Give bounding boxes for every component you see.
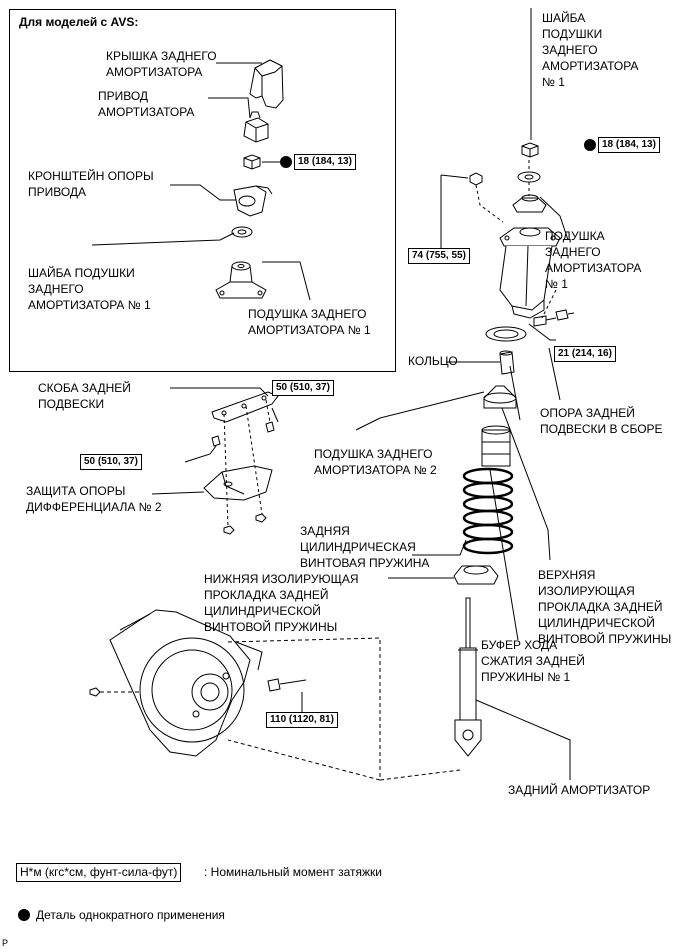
upper-insulator-part	[483, 385, 517, 409]
thin-ring-part	[485, 326, 527, 342]
top-nut-stud	[469, 172, 483, 186]
label-upper-insulator: ВЕРХНЯЯ ИЗОЛИРУЮЩАЯ ПРОКЛАДКА ЗАДНЕЙ ЦИЛ…	[538, 568, 672, 646]
avs-washer-part	[231, 226, 253, 238]
label-avs-actuator: ПРИВОД АМОРТИЗАТОРА	[98, 89, 195, 119]
corner-mark: P	[2, 938, 9, 948]
torque-avs-nut: 18 (184, 13)	[294, 154, 356, 170]
legend-dot-text: Деталь однократного применения	[36, 908, 225, 922]
legend-torque-box: Н*м (кгс*см, фунт-сила-фут)	[16, 863, 182, 882]
knuckle-bolt-part	[267, 678, 307, 692]
knuckle-nut-part	[89, 687, 101, 697]
torque-50-guard: 50 (510, 37)	[80, 454, 142, 470]
bumper-part	[481, 425, 511, 467]
label-cushion2: ПОДУШКА ЗАДНЕГО АМОРТИЗАТОРА № 2	[314, 447, 437, 477]
brace-dashed-lines	[223, 399, 271, 527]
label-lower-insulator: НИЖНЯЯ ИЗОЛИРУЮЩАЯ ПРОКЛАДКА ЗАДНЕЙ ЦИЛИ…	[204, 572, 359, 634]
label-bumper: БУФЕР ХОДА СЖАТИЯ ЗАДНЕЙ ПРУЖИНЫ № 1	[481, 638, 585, 684]
avs-leader-lines	[91, 62, 311, 301]
label-avs-washer: ШАЙБА ПОДУШКИ ЗАДНЕГО АМОРТИЗАТОРА № 1	[28, 266, 151, 312]
label-diff-guard: ЗАЩИТА ОПОРЫ ДИФФЕРЕНЦИАЛА № 2	[26, 484, 162, 514]
diff-guard-part	[203, 465, 273, 501]
brace-bolts-part	[211, 421, 275, 447]
one-time-use-dot	[280, 156, 292, 168]
shock-absorber-part	[454, 597, 482, 757]
avs-inset-title: Для моделей с AVS:	[19, 15, 139, 29]
one-time-use-dot	[584, 139, 596, 151]
avs-cover-part	[249, 59, 284, 109]
label-ring: КОЛЬЦО	[408, 354, 458, 368]
torque-110: 110 (1120, 81)	[266, 712, 338, 728]
label-avs-cover: КРЫШКА ЗАДНЕГО АМОРТИЗАТОРА	[106, 49, 217, 79]
avs-cushion-part	[215, 261, 267, 299]
avs-inset-box	[9, 9, 396, 372]
avs-actuator-part	[243, 111, 269, 143]
torque-50-brace: 50 (510, 37)	[272, 380, 334, 396]
label-absorber: ЗАДНИЙ АМОРТИЗАТОР	[508, 783, 651, 797]
dashed-stud-lines	[475, 160, 557, 319]
top-cushion-part	[512, 194, 547, 213]
torque-74: 74 (755, 55)	[408, 248, 470, 264]
support-assembly-part	[499, 227, 561, 319]
legend-torque-text: : Номинальный момент затяжки	[204, 865, 382, 879]
label-brace: СКОБА ЗАДНЕЙ ПОДВЕСКИ	[38, 381, 131, 411]
label-washer-right: ШАЙБА ПОДУШКИ ЗАДНЕГО АМОРТИЗАТОРА № 1	[542, 11, 639, 89]
right-leader-lines	[355, 8, 571, 780]
knuckle-hub-part	[109, 609, 263, 757]
brace-part	[211, 391, 279, 423]
top-nut-part	[521, 142, 539, 158]
avs-bracket-part	[233, 185, 273, 217]
label-avs-bracket: КРОНШТЕЙН ОПОРЫ ПРИВОДА	[28, 169, 154, 199]
knuckle-dashed-lines	[100, 637, 461, 781]
legend-dot-icon	[18, 909, 30, 921]
label-avs-cushion: ПОДУШКА ЗАДНЕГО АМОРТИЗАТОРА № 1	[248, 307, 371, 337]
top-washer-part	[517, 171, 541, 183]
brace-leader-lines	[151, 387, 279, 495]
label-support-assy: ОПОРА ЗАДНЕЙ ПОДВЕСКИ В СБОРЕ	[540, 406, 663, 436]
lower-insulator-part	[453, 565, 499, 585]
label-cushion-right: ПОДУШКА ЗАДНЕГО АМОРТИЗАТОРА № 1	[545, 229, 642, 291]
support-bolts-part	[533, 309, 575, 327]
label-coil-spring: ЗАДНЯЯ ЦИЛИНДРИЧЕСКАЯ ВИНТОВАЯ ПРУЖИНА	[300, 524, 430, 570]
coil-spring-part	[462, 467, 514, 555]
collar-part	[499, 350, 515, 375]
torque-21: 21 (214, 16)	[554, 346, 616, 362]
avs-nut-part	[243, 154, 261, 170]
diff-guard-nuts	[223, 513, 267, 535]
torque-top-nut: 18 (184, 13)	[598, 137, 660, 153]
